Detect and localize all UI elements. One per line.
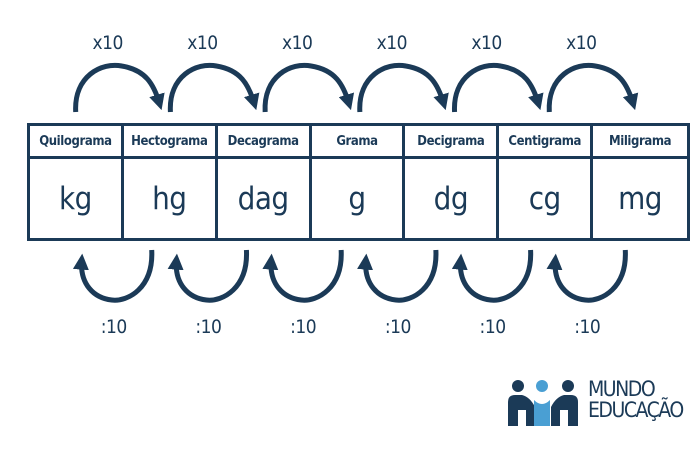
multiply-arrow	[262, 62, 355, 113]
multiply-label: x10	[471, 32, 502, 54]
multiply-arrow	[167, 62, 260, 113]
divide-arrow	[546, 249, 628, 303]
mundo-educacao-logo: MUNDO EDUCAÇÃO	[506, 378, 686, 428]
multiply-arrow	[546, 62, 639, 113]
unit-name-cell: Centigrama	[499, 126, 594, 159]
unit-symbol-cell: hg	[124, 159, 218, 238]
unit-symbol-cell: g	[312, 159, 406, 238]
multiply-label: x10	[92, 32, 124, 54]
logo-text-line1: MUNDO	[588, 377, 656, 401]
people-logo-icon	[508, 380, 578, 426]
unit-symbol-cell: mg	[618, 180, 662, 217]
multiply-label: x10	[281, 32, 313, 54]
unit-name-cell: Hectograma	[123, 126, 218, 159]
unit-conversion-table: Quilograma Hectograma Decagrama Grama De…	[27, 123, 690, 241]
unit-symbol-cell: kg	[30, 159, 124, 238]
multiply-arrow	[357, 62, 449, 113]
divide-label: :10	[195, 316, 222, 338]
unit-name-cell: Grama	[311, 126, 406, 159]
unit-symbol-cell: dg	[405, 159, 500, 238]
divide-arrow	[357, 249, 439, 303]
divide-label: :10	[290, 316, 317, 338]
unit-symbol-cell: dag	[218, 159, 312, 238]
divide-arrow	[167, 249, 249, 303]
multiply-arrow	[452, 62, 544, 113]
multiply-label: x10	[566, 32, 597, 54]
divide-arrow	[451, 249, 534, 303]
multiply-arrow	[73, 62, 165, 113]
divide-label: :10	[100, 316, 128, 338]
unit-symbol-cell: cg	[499, 159, 594, 238]
unit-name-cell: Miligrama	[593, 126, 687, 159]
unit-name-cell: Decagrama	[217, 126, 312, 159]
multiply-label: x10	[376, 32, 408, 54]
divide-label: :10	[479, 316, 507, 338]
divide-label: :10	[384, 316, 412, 338]
logo-text-line2: EDUCAÇÃO	[588, 398, 684, 422]
multiply-label: x10	[187, 32, 218, 54]
divide-arrow	[72, 249, 155, 303]
divide-label: :10	[574, 316, 601, 338]
unit-name-cell: Quilograma	[30, 126, 124, 159]
divide-arrow	[262, 249, 344, 303]
unit-name-cell: Decigrama	[405, 126, 500, 159]
